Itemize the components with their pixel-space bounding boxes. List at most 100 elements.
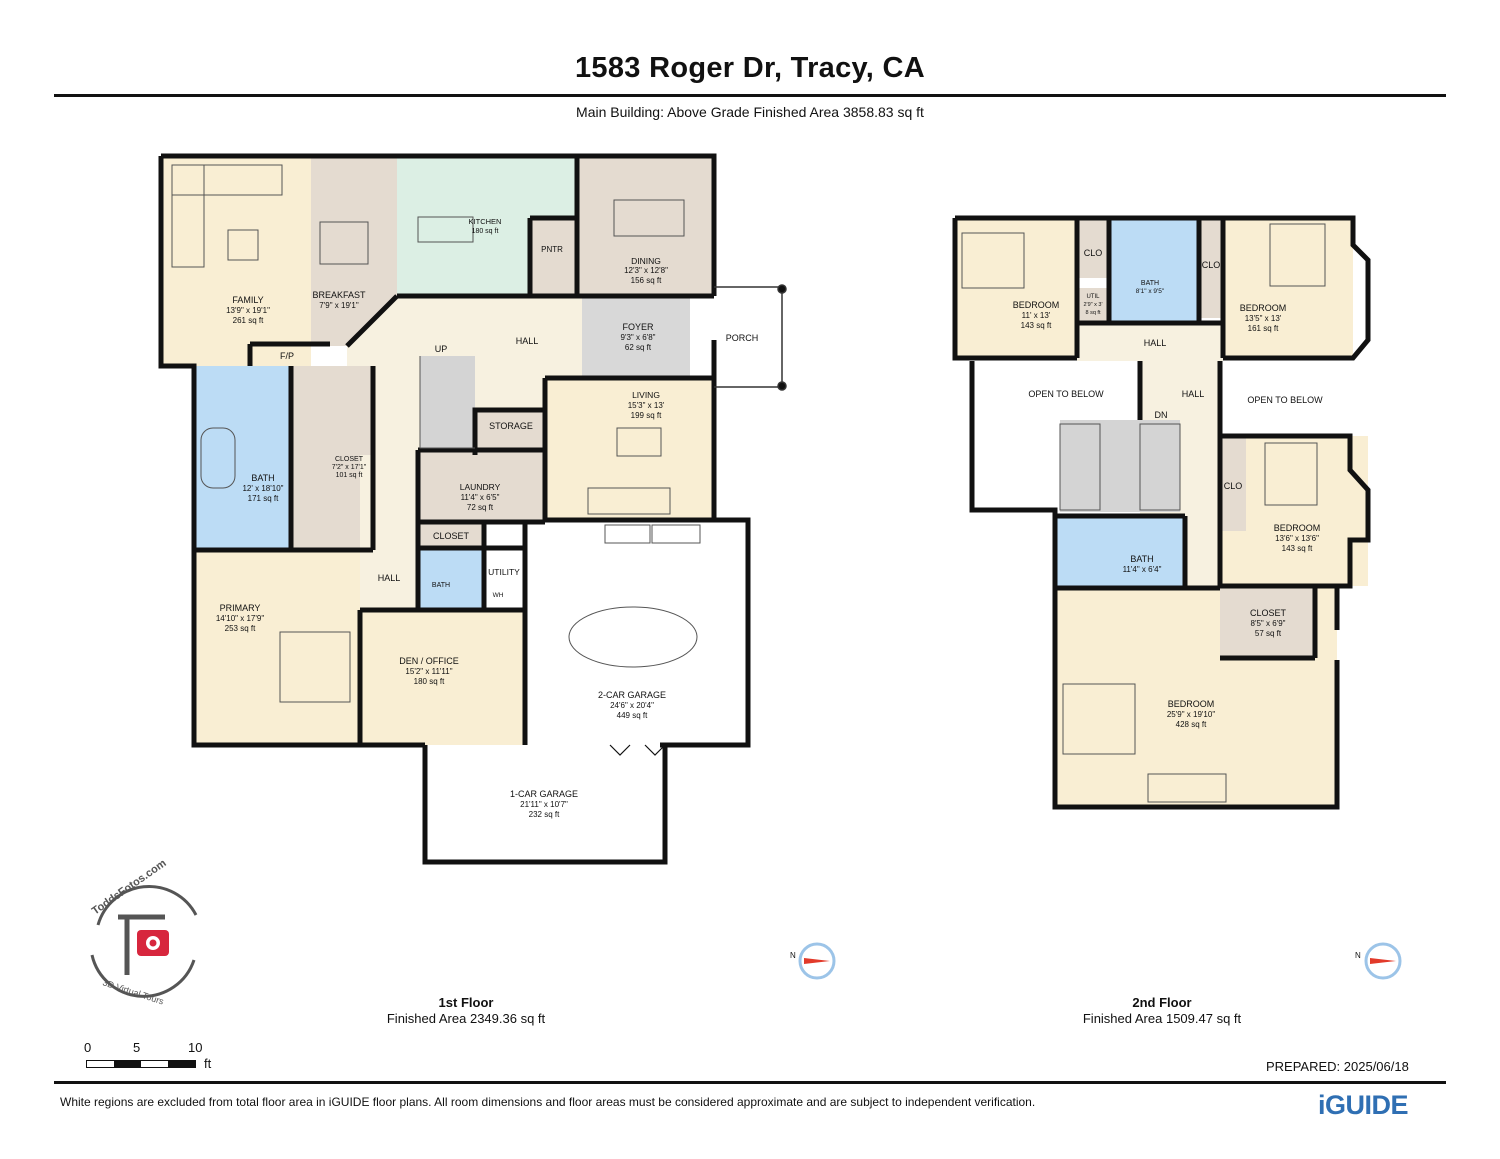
foyer-label: FOYER: [622, 322, 654, 332]
closet-label: CLOSET: [335, 456, 364, 463]
hall-mid-label: HALL: [378, 573, 401, 583]
primary-label: PRIMARY: [220, 603, 261, 613]
bath-mid-label: BATH: [1130, 554, 1153, 564]
clo2-fill: [1199, 218, 1223, 318]
util-small-area: 8 sq ft: [1086, 310, 1101, 316]
compass-icon: N: [1355, 942, 1402, 980]
second-floor-caption: 2nd Floor Finished Area 1509.47 sq ft: [1062, 995, 1262, 1027]
page-subtitle: Main Building: Above Grade Finished Area…: [576, 104, 924, 120]
closet2-dims: 8'5" x 6'9": [1251, 619, 1286, 628]
primary-room-fill: [194, 550, 360, 745]
bed-e-area: 143 sq ft: [1282, 544, 1313, 553]
family-room-fill: [161, 156, 311, 366]
bath-area: 171 sq ft: [248, 494, 279, 503]
bed-nw-area: 143 sq ft: [1021, 321, 1052, 330]
compass-icon: N: [790, 942, 836, 980]
svg-text:N: N: [1355, 951, 1361, 960]
den-dims: 15'2" x 11'11": [405, 667, 452, 676]
stair-fill: [420, 356, 475, 448]
wh-label: WH: [493, 592, 504, 599]
bed-ne-area: 161 sq ft: [1248, 324, 1279, 333]
clo1-fill: [1077, 218, 1109, 278]
clo3-label: CLO: [1224, 481, 1243, 491]
closet-small-fill: [418, 522, 484, 548]
den-label: DEN / OFFICE: [399, 656, 459, 666]
util-small-dims: 2'9" x 3': [1083, 302, 1102, 308]
footer-rule: [54, 1081, 1446, 1084]
dining-dims: 12'3" x 12'8": [624, 266, 668, 275]
second-floor-furniture: [961, 223, 1326, 803]
living-dims: 15'3" x 13': [628, 401, 665, 410]
iguide-logo-text: iGUIDE: [1318, 1090, 1409, 1120]
hall-upper-label: HALL: [1144, 338, 1167, 348]
disclaimer-text: White regions are excluded from total fl…: [60, 1095, 1036, 1109]
prepared-date: PREPARED: 2025/06/18: [1266, 1059, 1409, 1074]
bed-ne-fill: [1223, 218, 1353, 358]
second-floor-area: Finished Area 1509.47 sq ft: [1082, 1011, 1242, 1026]
breakfast-label: BREAKFAST: [312, 290, 366, 300]
open-right-label: OPEN TO BELOW: [1247, 395, 1323, 405]
hall-top-label: HALL: [516, 336, 539, 346]
clo3-fill: [1220, 436, 1246, 531]
first-floor-plan: FAMILY 13'9" x 19'1" 261 sq ft BREAKFAST…: [158, 153, 787, 865]
garage2-dims: 24'6" x 20'4": [610, 701, 654, 710]
clo2-label: CLO: [1202, 260, 1221, 270]
page-title: 1583 Roger Dr, Tracy, CA: [575, 52, 925, 84]
bed-nw-dims: 11' x 13': [1022, 311, 1051, 320]
scale-bar: 0 5 10 ft: [80, 1040, 220, 1076]
bed-main-label: BEDROOM: [1168, 699, 1215, 709]
bed-main-fill: [1053, 586, 1337, 807]
second-floor-title: 2nd Floor: [1132, 995, 1192, 1010]
dining-room-fill: [577, 156, 714, 296]
toddsfotos-logo: ToddsFotos.com 3D Virtual Tours: [90, 857, 198, 1007]
first-floor-title: 1st Floor: [438, 995, 494, 1010]
foyer-dims: 9'3" x 6'8": [621, 333, 656, 342]
bed-ne-label: BEDROOM: [1240, 303, 1287, 313]
living-label: LIVING: [632, 390, 660, 400]
util-small-fill: [1077, 288, 1109, 323]
laundry-fill: [418, 450, 545, 522]
bath-small-label: BATH: [432, 582, 450, 589]
stair2-fill: [1060, 420, 1180, 512]
den-area: 180 sq ft: [414, 677, 445, 686]
pntr-label: PNTR: [541, 245, 563, 254]
dining-label: DINING: [631, 256, 661, 266]
storage-label: STORAGE: [489, 421, 533, 431]
closet-dims: 7'2" x 17'1": [332, 464, 367, 471]
primary-dims: 14'10" x 17'9": [216, 614, 264, 623]
closet2-fill: [1220, 588, 1315, 658]
closet-small-label: CLOSET: [433, 531, 470, 541]
open-left-label: OPEN TO BELOW: [1028, 389, 1104, 399]
bed-main-dims: 25'9" x 19'10": [1167, 710, 1215, 719]
garage2-label: 2-CAR GARAGE: [598, 690, 666, 700]
util-small-label: UTIL: [1086, 294, 1100, 300]
porch-label: PORCH: [726, 333, 759, 343]
foyer-area: 62 sq ft: [625, 343, 652, 352]
primary-area: 253 sq ft: [225, 624, 256, 633]
garage1-dims: 21'11" x 10'7": [520, 800, 568, 809]
garage1-area: 232 sq ft: [529, 810, 560, 819]
header-rule: [54, 94, 1446, 97]
closet2-label: CLOSET: [1250, 608, 1287, 618]
first-floor-caption: 1st Floor Finished Area 2349.36 sq ft: [366, 995, 566, 1027]
fp-label: F/P: [280, 351, 294, 361]
up-label: UP: [435, 344, 448, 354]
family-area: 261 sq ft: [233, 316, 264, 325]
storage-fill: [475, 410, 545, 450]
first-floor-furniture: [171, 164, 701, 703]
bath-top-label: BATH: [1141, 280, 1159, 287]
second-floor-plan: BEDROOM 11' x 13' 143 sq ft CLO BATH 8'1…: [952, 215, 1371, 810]
bed-e-dims: 13'6" x 13'6": [1275, 534, 1319, 543]
breakfast-dims: 7'9" x 19'1": [319, 301, 359, 310]
bath-label: BATH: [251, 473, 274, 483]
bath-small-fill: [418, 548, 484, 610]
second-floor-walls: [952, 215, 1371, 810]
family-dims: 13'9" x 19'1": [226, 306, 270, 315]
closet2-area: 57 sq ft: [1255, 629, 1282, 638]
hall-mid-fill: [360, 455, 418, 610]
clo1-label: CLO: [1084, 248, 1103, 258]
garage-door-marks: [609, 744, 666, 756]
svg-text:N: N: [790, 951, 796, 960]
garage2-area: 449 sq ft: [617, 711, 648, 720]
bath-fill: [194, 366, 291, 550]
